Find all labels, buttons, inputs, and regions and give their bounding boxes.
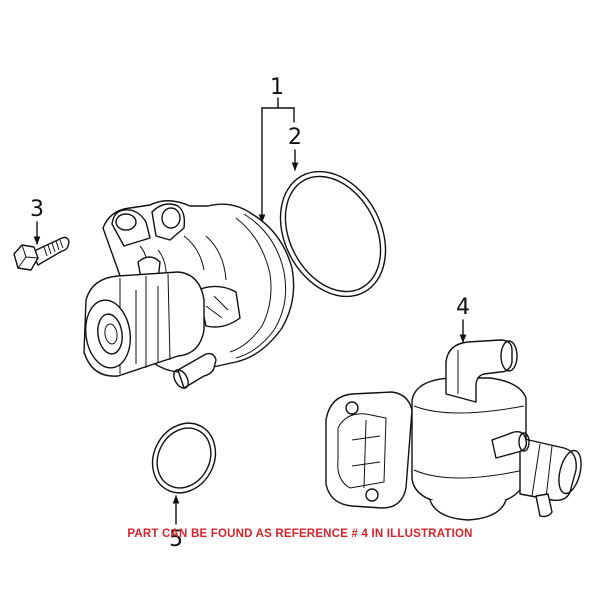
svg-text:1: 1 bbox=[270, 75, 284, 100]
o-ring-seal-small bbox=[151, 422, 217, 494]
svg-text:5: 5 bbox=[169, 527, 183, 552]
reference-note: PART CAN BE FOUND AS REFERENCE # 4 IN IL… bbox=[127, 528, 473, 540]
bolt bbox=[13, 236, 70, 271]
o-ring-gasket-large bbox=[279, 170, 387, 298]
callout-2: 2 bbox=[288, 107, 302, 171]
callout-5: 5 bbox=[169, 495, 183, 552]
callout-4: 4 bbox=[456, 295, 470, 343]
thermostat-housing bbox=[325, 339, 582, 521]
water-pump bbox=[83, 200, 295, 389]
callout-3: 3 bbox=[30, 197, 44, 245]
callout-1: 1 bbox=[258, 75, 295, 223]
svg-text:4: 4 bbox=[456, 295, 470, 320]
svg-text:3: 3 bbox=[30, 197, 44, 222]
svg-text:2: 2 bbox=[288, 125, 302, 150]
